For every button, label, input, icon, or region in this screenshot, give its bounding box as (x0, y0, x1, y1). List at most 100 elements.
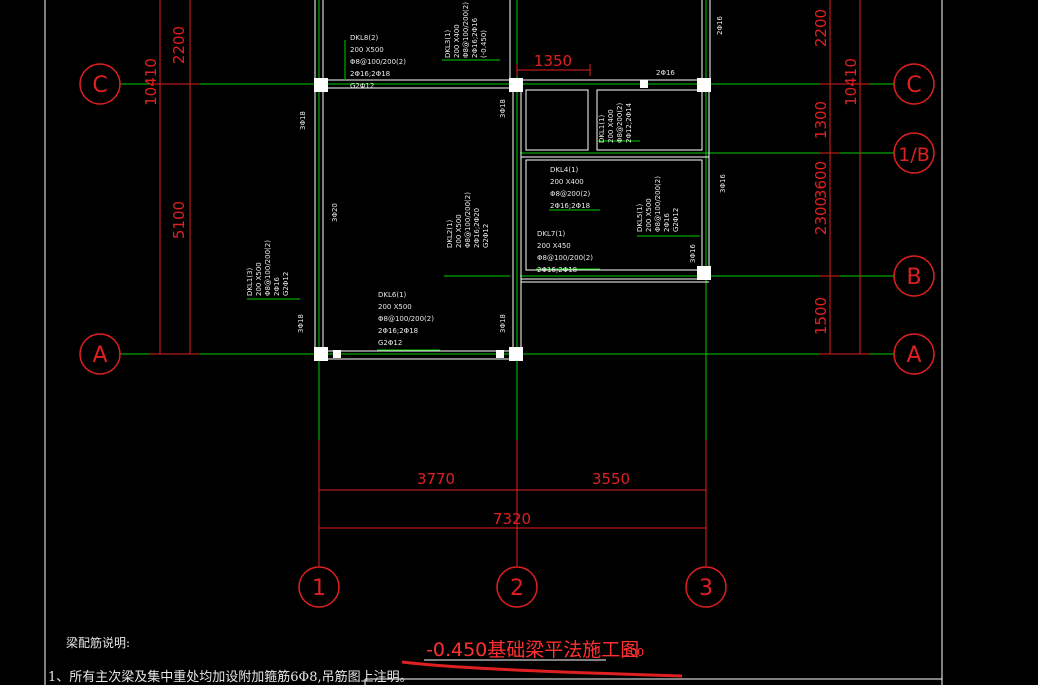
dim-left-2200: 2200 (170, 26, 188, 64)
leader-lines (247, 40, 700, 351)
axis-bubble-b-right (893, 255, 935, 297)
beam-label-line: 2Φ16 (273, 277, 281, 296)
rebar-mark-2: 2Φ16 (716, 16, 724, 35)
beam-label-line: G2Φ12 (378, 339, 402, 347)
rebar-mark-4: 3Φ18 (499, 99, 507, 118)
dim-top-1350: 1350 (534, 52, 572, 70)
beam-label-line: 200 X400 (453, 24, 461, 58)
dim-right-1500: 1500 (812, 297, 830, 335)
beam-label-line: Φ8@100/200(2) (464, 192, 472, 248)
axis-bubble-a-right (893, 333, 935, 375)
beam-room-right-top (520, 79, 710, 158)
axis-bubble-a-left (79, 333, 121, 375)
drawing-title: -0.450基础梁平法施工图 (426, 639, 639, 661)
dim-right-3600: 3600 (812, 161, 830, 199)
beam-label-line: Φ8@100/200(2) (378, 315, 434, 323)
column-1a (314, 347, 328, 361)
notes-line-1: 1、所有主次梁及集中重处均加设附加箍筋6Φ8,吊筋图上注明。 (48, 670, 413, 685)
dim-left-10410: 10410 (142, 58, 160, 106)
beam-label-line: 200 X450 (537, 242, 571, 250)
rebar-mark-5: 3Φ20 (331, 203, 339, 222)
dim-bottom-3550: 3550 (592, 470, 630, 488)
axis-label-c-right: C (906, 73, 921, 98)
dim-right-10410: 10410 (842, 58, 860, 106)
column-mid-a2 (496, 350, 504, 358)
beam-label-line: G2Φ12 (282, 272, 290, 296)
axis-bubble-3 (685, 566, 727, 608)
axis-labels: C A C 1/B B A 1 2 3 (92, 73, 929, 601)
beam-label-line: 200 X500 (455, 214, 463, 248)
beam-label-line: Φ8@100/200(2) (654, 176, 662, 232)
beam-label-line: DKL5(1) (636, 203, 644, 232)
beam-label-line: (-0.450) (480, 30, 488, 58)
beam-label-line: DKL4(1) (550, 166, 579, 174)
beam-label-line: DKL1(3) (246, 267, 254, 296)
dim-right-2300: 2300 (812, 197, 830, 235)
beam-label-line: DKL7(1) (537, 230, 566, 238)
dimension-texts: 2200 10410 5100 2200 10410 1300 2300 360… (142, 9, 860, 528)
beam-label-line: G2Φ12 (350, 82, 374, 90)
beam-label-line: 2Φ16;2Φ18 (378, 327, 418, 335)
rebar-mark-9: 3Φ18 (499, 314, 507, 333)
axis-label-a-left: A (92, 343, 107, 368)
rebar-mark-6: 3Φ16 (719, 174, 727, 193)
grid-lines (120, 0, 895, 565)
beam-box-b (596, 89, 703, 151)
column-c-small (640, 80, 648, 88)
beam-label-line: Φ8@100/200(2) (350, 58, 406, 66)
axis-label-1: 1 (312, 576, 326, 601)
beam-label-line: DKL6(1) (378, 291, 407, 299)
beam-label-line: 2Φ16;2Φ18 (537, 266, 577, 274)
dim-left-5100: 5100 (170, 201, 188, 239)
column-mid-a (333, 350, 341, 358)
axis-label-2: 2 (510, 576, 524, 601)
columns (314, 78, 711, 361)
beam-label-line: Φ8@200(2) (616, 102, 624, 143)
axis-label-1b-right: 1/B (898, 144, 930, 166)
beam-label-line: DKL2(1) (446, 219, 454, 248)
rebar-marks: 2Φ16 2Φ16 3Φ18 3Φ18 3Φ20 3Φ16 3Φ16 3Φ18 … (297, 16, 727, 333)
beam-label-line: Φ8@100/200(2) (264, 240, 272, 296)
drawing-scale: 100 (623, 646, 644, 659)
dim-right-2200: 2200 (812, 9, 830, 47)
dim-right-1300: 1300 (812, 101, 830, 139)
axis-bubble-c-left (79, 63, 121, 105)
beam-outlines (314, 0, 711, 360)
beam-label-line: 200 X500 (255, 262, 263, 296)
beam-label-line: 2Φ16;2Φ16 (471, 17, 479, 58)
beam-room-left-inner (322, 87, 514, 352)
column-3c (697, 78, 711, 92)
beam-label-line: 200 X400 (550, 178, 584, 186)
beam-labels: DKL8(2)200 X500Φ8@100/200(2)2Φ16;2Φ18G2Φ… (246, 2, 680, 347)
beam-label-line: 2Φ12;2Φ14 (625, 102, 633, 143)
rebar-mark-1: 2Φ16 (656, 69, 675, 77)
beam-label-line: DKL1(1) (598, 114, 606, 143)
beam-label-0: DKL8(2)200 X500Φ8@100/200(2)2Φ16;2Φ18G2Φ… (350, 34, 406, 90)
axis-bubble-1b-right (893, 132, 935, 174)
beam-room-right-mid (520, 156, 710, 280)
axis-bubbles (79, 63, 935, 608)
beam-label-line: G2Φ12 (482, 224, 490, 248)
beam-box-a (525, 89, 589, 151)
axis-bubble-1 (298, 566, 340, 608)
axis-label-3: 3 (699, 576, 713, 601)
axis-label-c-left: C (92, 73, 107, 98)
column-3b (697, 266, 711, 280)
axis-label-a-right: A (906, 343, 921, 368)
notes-heading: 梁配筋说明: (66, 636, 131, 650)
beam-label-line: 2Φ16;2Φ18 (350, 70, 390, 78)
beam-label-line: 200 X500 (645, 198, 653, 232)
beam-label-line: 200 X500 (378, 303, 412, 311)
dim-bottom-7320: 7320 (493, 510, 531, 528)
beam-label-line: 2Φ16;2Φ18 (550, 202, 590, 210)
beam-label-line: Φ8@100/200(2) (462, 2, 470, 58)
beam-label-line: DKL3(1) (444, 29, 452, 58)
